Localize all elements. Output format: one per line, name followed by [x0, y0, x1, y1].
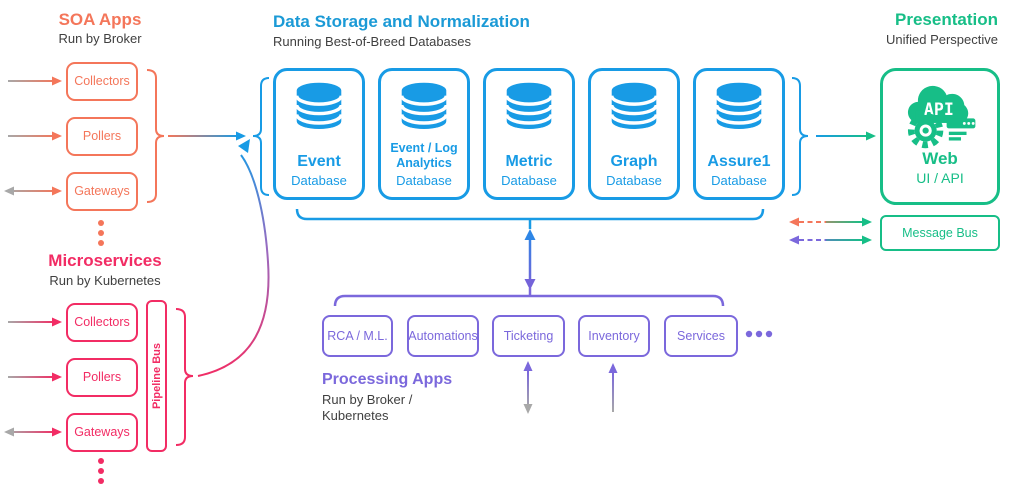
microservices-section-title: Microservices [48, 251, 162, 270]
soa-input-arrows [4, 76, 62, 196]
database-sub: Database [711, 173, 767, 188]
message-bus-node: Message Bus [880, 215, 1000, 251]
database-name: Graph [610, 153, 658, 171]
presentation-section-title: Presentation [895, 10, 998, 29]
pipeline-bus-node: Pipeline Bus [146, 300, 167, 452]
database-icon [400, 82, 448, 129]
soa-pollers-node: Pollers [66, 117, 138, 156]
storage-processing-link [295, 208, 765, 307]
storage-right-bracket [791, 77, 809, 196]
microservices-gateways-node: Gateways [66, 413, 138, 452]
inventory-external-arrow [608, 363, 618, 412]
soa-collectors-node: Collectors [66, 62, 138, 101]
soa-gateways-node: Gateways [66, 172, 138, 211]
database-icon [295, 82, 343, 129]
database-icon [610, 82, 658, 129]
microservices-collectors-node: Collectors [66, 303, 138, 342]
database-sub: Database [291, 173, 347, 188]
soa-section-title: SOA Apps [58, 10, 142, 29]
processing-ticketing-node: Ticketing [492, 315, 565, 357]
database-sub: Database [606, 173, 662, 188]
soa-to-storage-arrow [146, 69, 246, 203]
processing-automations-node: Automations [407, 315, 479, 357]
database-name: Event / Log Analytics [390, 141, 458, 170]
api-icon-label: API [924, 100, 954, 119]
web-node-name: Web [922, 149, 958, 168]
storage-left-bracket [252, 77, 270, 196]
event-database-node: Event Database [273, 68, 365, 200]
database-sub: Database [501, 173, 557, 188]
microservices-input-arrows [4, 317, 62, 437]
database-icon [715, 82, 763, 129]
pipeline-bus-label: Pipeline Bus [150, 342, 163, 410]
processing-ellipsis [745, 330, 773, 338]
message-bus-arrow-soa [789, 217, 872, 227]
database-name: Metric [505, 153, 553, 171]
message-bus-arrow-processing [789, 235, 872, 245]
storage-to-web-arrow [816, 131, 876, 141]
storage-section-title: Data Storage and Normalization [273, 12, 530, 31]
ticketing-external-arrow [523, 361, 533, 414]
message-bus-label: Message Bus [902, 226, 978, 240]
processing-rca-ml-node: RCA / M.L. [322, 315, 393, 357]
web-node-sub: UI / API [916, 170, 964, 186]
presentation-section-subtitle: Unified Perspective [886, 32, 998, 47]
soa-ellipsis [98, 220, 104, 246]
assure1-database-node: Assure1 Database [693, 68, 785, 200]
microservices-to-storage-arrow [175, 139, 270, 446]
database-sub: Database [396, 173, 452, 188]
database-name: Event [297, 153, 341, 171]
microservices-ellipsis [98, 458, 104, 484]
web-ui-api-node: API Web UI / API [880, 68, 1000, 205]
storage-section-subtitle: Running Best-of-Breed Databases [273, 34, 472, 49]
processing-services-node: Services [664, 315, 738, 357]
processing-section-title: Processing Apps [322, 371, 453, 388]
metric-database-node: Metric Database [483, 68, 575, 200]
soa-section-subtitle: Run by Broker [58, 31, 142, 46]
microservices-pollers-node: Pollers [66, 358, 138, 397]
processing-inventory-node: Inventory [578, 315, 650, 357]
api-cloud-icon: API [907, 85, 976, 149]
microservices-section-subtitle: Run by Kubernetes [49, 273, 161, 288]
processing-section-subtitle: Run by Broker / Kubernetes [322, 392, 413, 424]
graph-database-node: Graph Database [588, 68, 680, 200]
database-icon [505, 82, 553, 129]
event-log-analytics-database-node: Event / Log Analytics Database [378, 68, 470, 200]
database-name: Assure1 [707, 153, 771, 171]
